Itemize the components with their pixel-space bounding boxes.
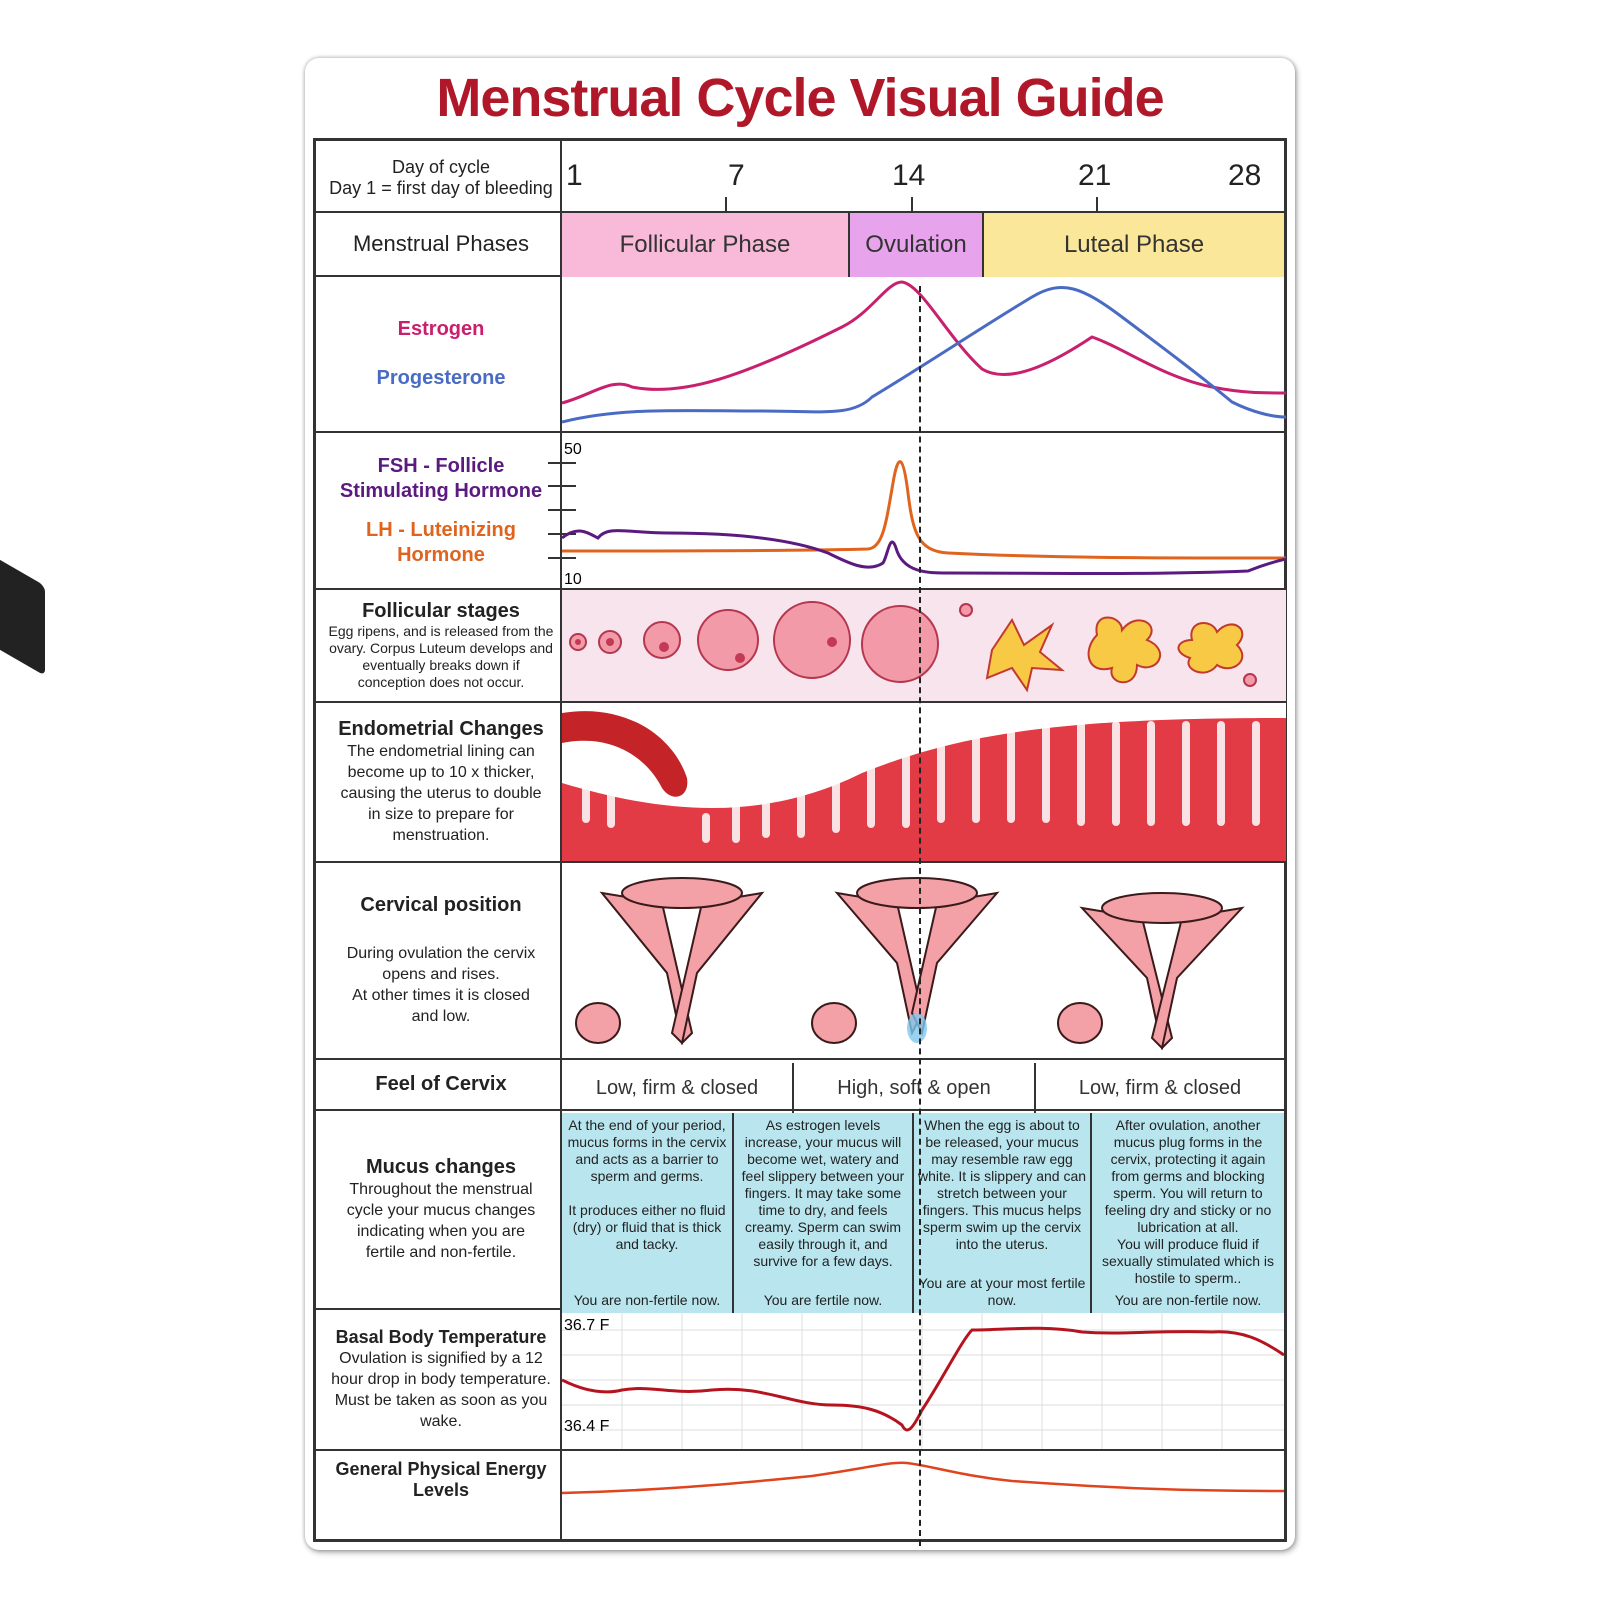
- cervical-desc-1: During ovulation the cervix opens and ri…: [346, 945, 536, 983]
- mucus-col-1-text: At the end of your period, mucus forms i…: [567, 1117, 727, 1184]
- phases-label: Menstrual Phases: [352, 231, 530, 256]
- estrogen-progesterone-plot: [562, 280, 1286, 424]
- row-divider: [316, 588, 1284, 590]
- cervical-title: Cervical position: [360, 894, 522, 916]
- mucus-col-1-status: You are non-fertile now.: [573, 1292, 721, 1308]
- bbt-title: Basal Body Temperature: [335, 1327, 547, 1347]
- fertile-mucus-drop: [907, 1013, 927, 1043]
- bbt-desc: Ovulation is signified by a 12 hour drop…: [331, 1350, 551, 1430]
- day-of-cycle-label: Day of cycle Day 1 = first day of bleedi…: [316, 145, 566, 211]
- energy-curve: [562, 1461, 1284, 1495]
- follicular-label: Follicular stages Egg ripens, and is rel…: [316, 590, 566, 701]
- chart-grid: Day of cycle Day 1 = first day of bleedi…: [313, 138, 1287, 1546]
- day-sublabel: Day 1 = first day of bleeding: [329, 178, 553, 198]
- mucus-col-2: As estrogen levels increase, your mucus …: [732, 1113, 912, 1313]
- progesterone-label: Progesterone: [376, 367, 506, 389]
- mucus-col-4: After ovulation, another mucus plug form…: [1090, 1113, 1284, 1313]
- day-label: Day of cycle: [391, 157, 491, 177]
- mucus-col-4-status: You are non-fertile now.: [1114, 1292, 1262, 1308]
- corpus-luteum-shapes: [985, 616, 1244, 693]
- poster: Menstrual Cycle Visual Guide Day of cycl…: [305, 58, 1295, 1550]
- feel-label: Feel of Cervix: [375, 1073, 507, 1095]
- feel-item-2: High, soft & open: [792, 1063, 1034, 1113]
- estrogen-curve: [562, 280, 1286, 405]
- row-divider: [316, 861, 1284, 863]
- mucus-title: Mucus changes: [365, 1156, 517, 1178]
- day-tick-marks: [725, 197, 1098, 211]
- fsh-lh-plot: [548, 460, 1286, 575]
- endometrium-illustration: [562, 703, 1286, 861]
- ovulation-marker-line: [919, 286, 921, 1546]
- fsh-label: FSH - Follicle Stimulating Hormone: [339, 454, 543, 502]
- day-tick-14: 14: [892, 159, 926, 192]
- row-divider: [316, 1058, 1284, 1060]
- phase-ovulation: Ovulation: [850, 213, 984, 277]
- page-title: Menstrual Cycle Visual Guide: [436, 68, 1164, 128]
- bbt-curve: [562, 1326, 1284, 1432]
- hanger-tab: [0, 554, 45, 676]
- energy-plot: [562, 1461, 1284, 1495]
- day-tick-7: 7: [728, 159, 745, 192]
- lh-label: LH - Luteinizing Hormone: [366, 518, 516, 566]
- mucus-col-3-text: When the egg is about to be released, yo…: [917, 1117, 1087, 1252]
- hormone-legend-1: Estrogen Progesterone: [316, 277, 566, 431]
- mucus-col-1: At the end of your period, mucus forms i…: [560, 1113, 732, 1313]
- estrogen-label: Estrogen: [397, 318, 485, 340]
- phase-follicular: Follicular Phase: [562, 213, 850, 277]
- follicular-stages-illustration: [562, 590, 1286, 701]
- row-divider: [316, 1109, 1284, 1111]
- lh-curve: [561, 460, 1286, 560]
- mucus-label: Mucus changes Throughout the menstrual c…: [316, 1111, 566, 1308]
- mucus-col-2-status: You are fertile now.: [763, 1292, 883, 1308]
- row-divider: [316, 1449, 1284, 1451]
- fsh-axis-ticks: [548, 462, 576, 559]
- bbt-plot: [562, 1310, 1284, 1449]
- progesterone-curve: [562, 285, 1286, 424]
- mucus-col-1-text2: It produces either no fluid (dry) or flu…: [568, 1202, 726, 1252]
- hormone-legend-2: FSH - Follicle Stimulating Hormone LH - …: [316, 433, 566, 588]
- row-divider: [316, 701, 1284, 703]
- fsh-axis-bottom: 10: [564, 571, 582, 588]
- day-tick-28: 28: [1228, 159, 1262, 192]
- day-tick-1: 1: [566, 159, 583, 192]
- energy-label: General Physical Energy Levels: [316, 1451, 566, 1509]
- label-column-divider: [560, 141, 562, 1539]
- cervix-illustrations: [575, 877, 1245, 1051]
- cervical-label: Cervical position During ovulation the c…: [316, 863, 566, 1058]
- mucus-col-4-text2: You will produce fluid if sexually stimu…: [1102, 1236, 1274, 1286]
- bbt-axis-top: 36.7 F: [564, 1317, 610, 1334]
- follicular-desc: Egg ripens, and is released from the ova…: [328, 623, 554, 690]
- endometrial-label: Endometrial Changes The endometrial lini…: [316, 703, 566, 861]
- mucus-col-4-text: After ovulation, another mucus plug form…: [1104, 1117, 1272, 1235]
- mucus-col-3-status: You are at your most fertile now.: [918, 1275, 1086, 1308]
- feel-item-1: Low, firm & closed: [560, 1063, 792, 1113]
- fsh-curve: [561, 529, 1286, 575]
- feel-item-3: Low, firm & closed: [1034, 1063, 1284, 1113]
- energy-title: General Physical Energy Levels: [335, 1459, 547, 1500]
- day-tick-21: 21: [1078, 159, 1112, 192]
- mucus-desc: Throughout the menstrual cycle your mucu…: [346, 1181, 536, 1261]
- endometrial-desc: The endometrial lining can become up to …: [340, 743, 542, 844]
- row-divider: [316, 431, 1284, 433]
- row-divider: [316, 211, 1284, 213]
- bbt-label: Basal Body Temperature Ovulation is sign…: [316, 1310, 566, 1449]
- phase-luteal: Luteal Phase: [984, 213, 1284, 277]
- mucus-col-2-text: As estrogen levels increase, your mucus …: [741, 1117, 905, 1269]
- mucus-col-3: When the egg is about to be released, yo…: [912, 1113, 1090, 1313]
- bbt-axis-bottom: 36.4 F: [564, 1418, 610, 1435]
- endometrial-title: Endometrial Changes: [338, 718, 544, 740]
- cervical-desc-2: At other times it is closed and low.: [352, 987, 530, 1025]
- follicular-title: Follicular stages: [362, 600, 520, 622]
- fsh-axis-top: 50: [564, 441, 582, 458]
